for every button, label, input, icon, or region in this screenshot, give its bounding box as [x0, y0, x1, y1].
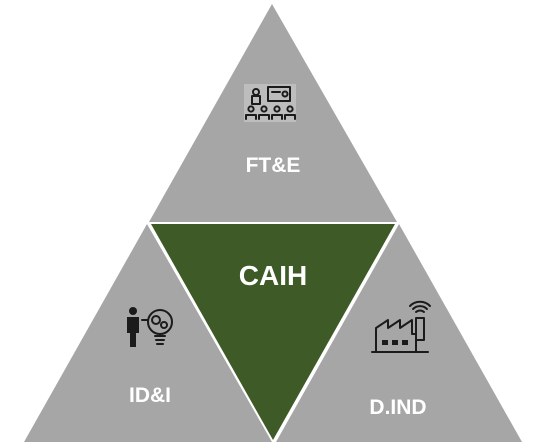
label-bottom-left: ID&I [129, 384, 171, 407]
presentation-audience-icon [244, 84, 296, 122]
label-bottom-right: D.IND [369, 396, 426, 419]
triangle-bottom-left [24, 224, 272, 442]
label-center: CAIH [239, 260, 307, 291]
triangle-bottom-right [276, 224, 522, 442]
label-top: FT&E [246, 154, 301, 177]
triangle-center [151, 224, 395, 440]
innovation-lightbulb-person-icon [127, 307, 173, 347]
smart-factory-icon [371, 300, 431, 353]
